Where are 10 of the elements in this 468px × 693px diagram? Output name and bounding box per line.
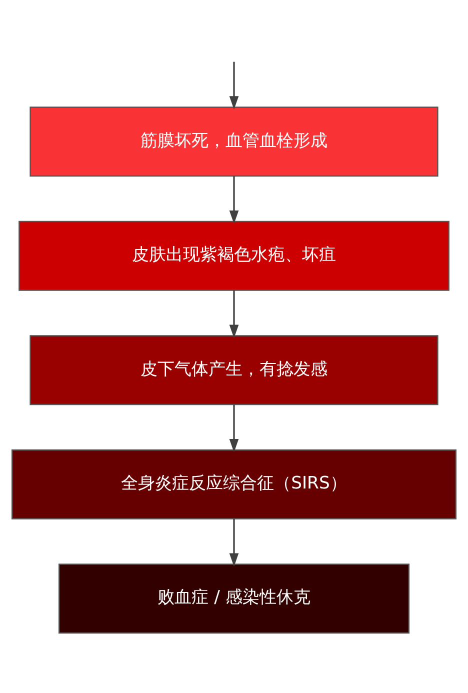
arrow: [229, 518, 239, 566]
node-box: 败血症 / 感染性休克: [58, 563, 410, 634]
node-box: 筋膜坏死，血管血栓形成: [30, 106, 438, 176]
node-box: 皮下气体产生，有捻发感: [30, 334, 438, 405]
node-box: 皮肤出现紫褐色水疱、坏疽: [18, 220, 450, 290]
arrow: [229, 61, 239, 110]
arrow: [229, 290, 239, 338]
arrow: [229, 404, 239, 452]
arrow: [229, 176, 239, 224]
node-box: 全身炎症反应综合征（SIRS）: [11, 448, 457, 519]
